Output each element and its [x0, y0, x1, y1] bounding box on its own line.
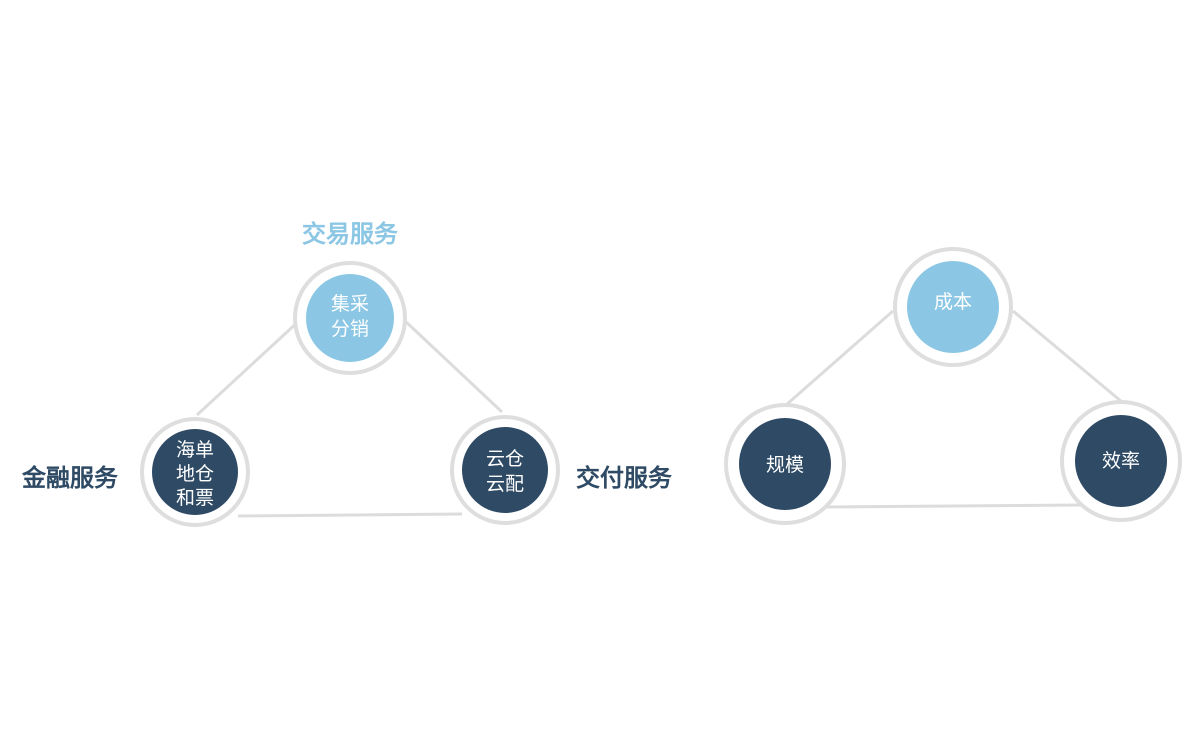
connector-top-to-right [1012, 309, 1123, 404]
node-cost: 成本 [893, 247, 1013, 367]
connector-left-to-right [237, 512, 463, 518]
label-delivery-service: 交付服务 [576, 464, 673, 492]
node-delivery-line-1: 云仓 [486, 448, 524, 470]
connector-top-to-left [785, 309, 894, 407]
connector-top-to-right [402, 318, 504, 414]
node-efficiency-circle [1075, 415, 1167, 507]
node-scale: 规模 [724, 403, 846, 525]
node-efficiency: 效率 [1060, 400, 1182, 522]
label-finance-service: 金融服务 [21, 464, 119, 492]
node-delivery-circle [462, 427, 548, 513]
node-scale-circle [739, 418, 831, 510]
node-trade-line-2: 分销 [331, 318, 369, 340]
right-triangle-connectors [785, 309, 1123, 509]
node-finance-line-2: 地仓 [176, 463, 214, 485]
connector-left-to-right [825, 503, 1084, 509]
node-finance-line-3: 和票 [176, 487, 214, 509]
node-trade: 集采 分销 [293, 261, 407, 375]
left-triangle-connectors [195, 318, 504, 518]
node-trade-circle [306, 274, 394, 362]
label-trade-service: 交易服务 [302, 220, 399, 248]
node-cost-text: 成本 [934, 291, 972, 313]
node-finance: 海单 地仓 和票 [140, 417, 250, 527]
node-cost-circle [907, 261, 999, 353]
node-delivery-line-2: 云配 [486, 473, 524, 495]
node-finance-circle [152, 429, 238, 515]
connector-top-to-left [195, 318, 302, 417]
node-finance-line-1: 海单 [176, 439, 214, 461]
node-efficiency-text: 效率 [1102, 450, 1140, 472]
node-scale-text: 规模 [766, 454, 804, 476]
node-delivery: 云仓 云配 [450, 415, 560, 525]
node-trade-line-1: 集采 [331, 293, 369, 315]
